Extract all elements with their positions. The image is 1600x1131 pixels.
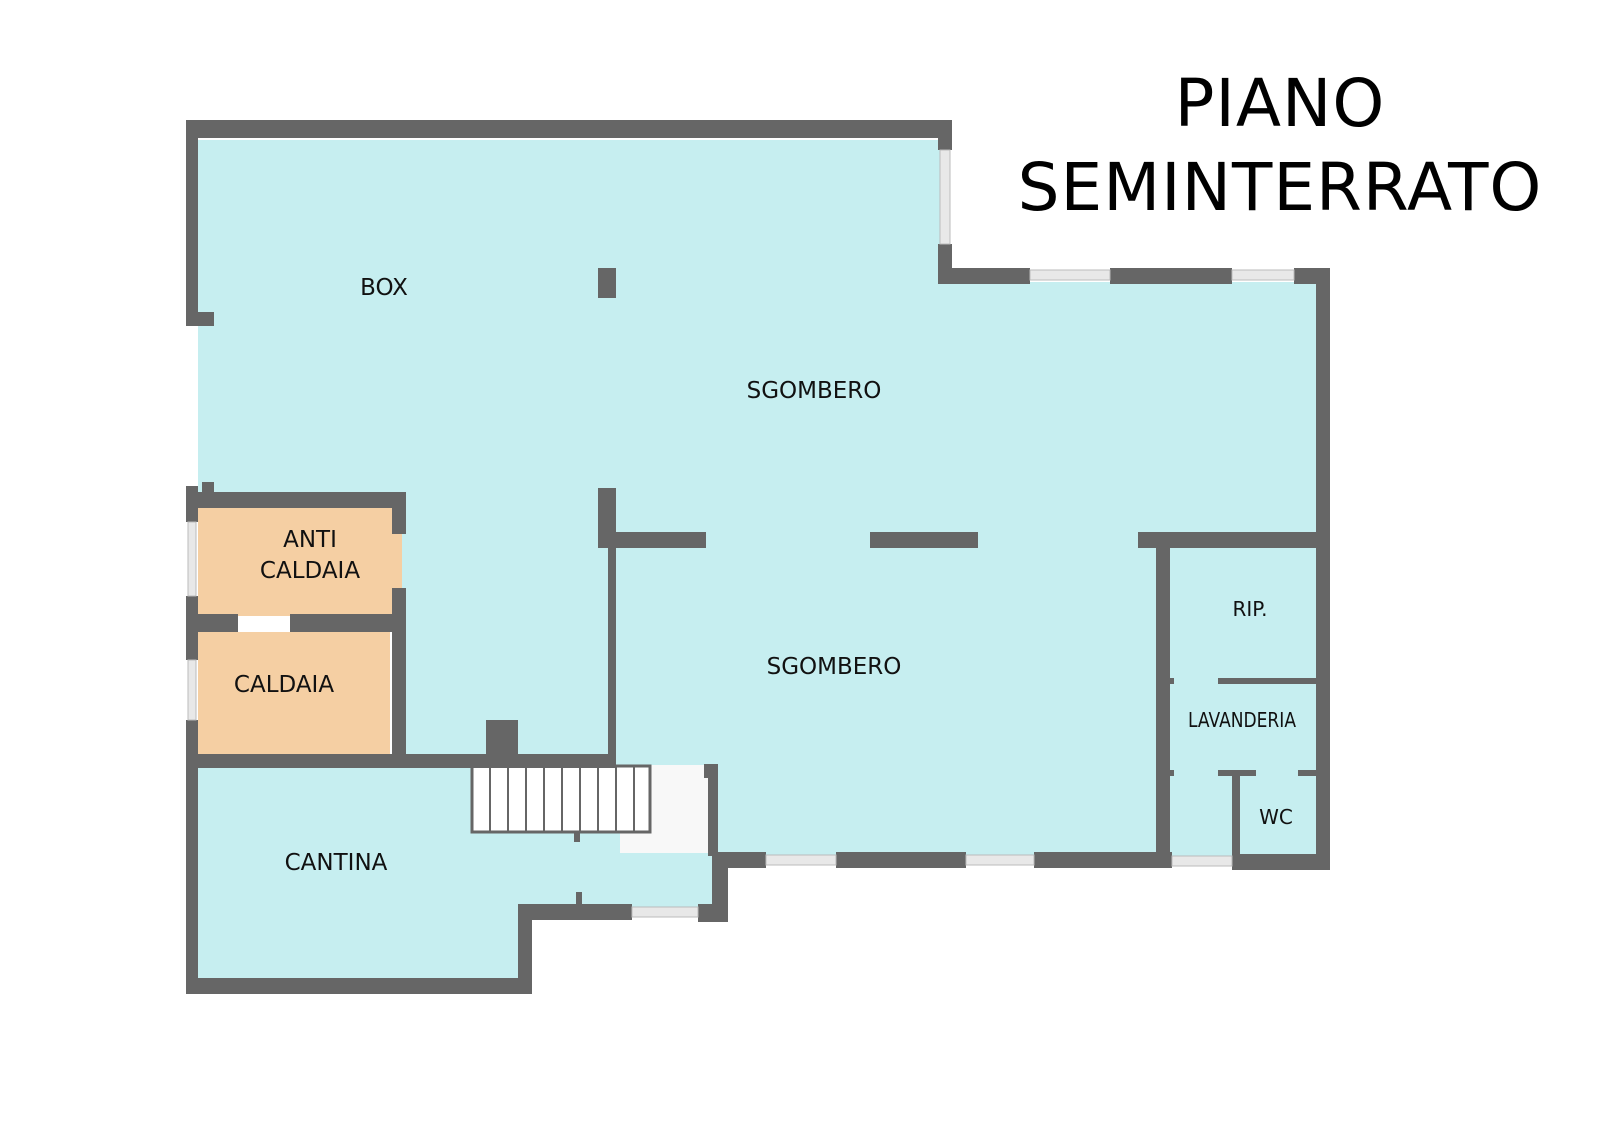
window — [1231, 269, 1295, 281]
windows — [187, 149, 1295, 918]
window — [765, 854, 837, 866]
label-cantina: CANTINA — [285, 850, 388, 876]
label-caldaia: CALDAIA — [234, 672, 334, 698]
floor-title-line-1: PIANO — [1174, 65, 1386, 142]
window — [187, 659, 197, 721]
window — [939, 149, 951, 245]
floor-title: PIANO SEMINTERRATO — [1000, 62, 1560, 230]
staircase — [470, 764, 652, 842]
window — [965, 854, 1035, 866]
window — [1029, 269, 1111, 281]
floor-title-line-2: SEMINTERRATO — [1017, 149, 1543, 226]
floor-caldaia — [198, 632, 390, 754]
label-rip: RIP. — [1232, 597, 1267, 621]
floor-anti-caldaia — [198, 508, 402, 616]
label-sgombero-upper: SGOMBERO — [747, 378, 882, 404]
label-sgombero-lower: SGOMBERO — [767, 654, 902, 680]
walls — [186, 120, 1330, 994]
window — [631, 906, 699, 918]
floor-service — [1168, 545, 1320, 860]
floor-sgombero-upper — [950, 282, 1318, 540]
label-anti-caldaia-line1: ANTI — [283, 527, 337, 553]
label-box: BOX — [360, 275, 408, 301]
window — [1171, 855, 1233, 867]
label-lavanderia: LAVANDERIA — [1188, 708, 1296, 732]
floor-box-strip — [198, 140, 950, 510]
floor-areas — [196, 140, 1320, 982]
label-wc: WC — [1259, 805, 1293, 829]
label-anti-caldaia-line2: CALDAIA — [260, 558, 360, 584]
room-labels: BOX SGOMBERO ANTI CALDAIA CALDAIA SGOMBE… — [234, 275, 1296, 876]
window — [187, 521, 197, 597]
